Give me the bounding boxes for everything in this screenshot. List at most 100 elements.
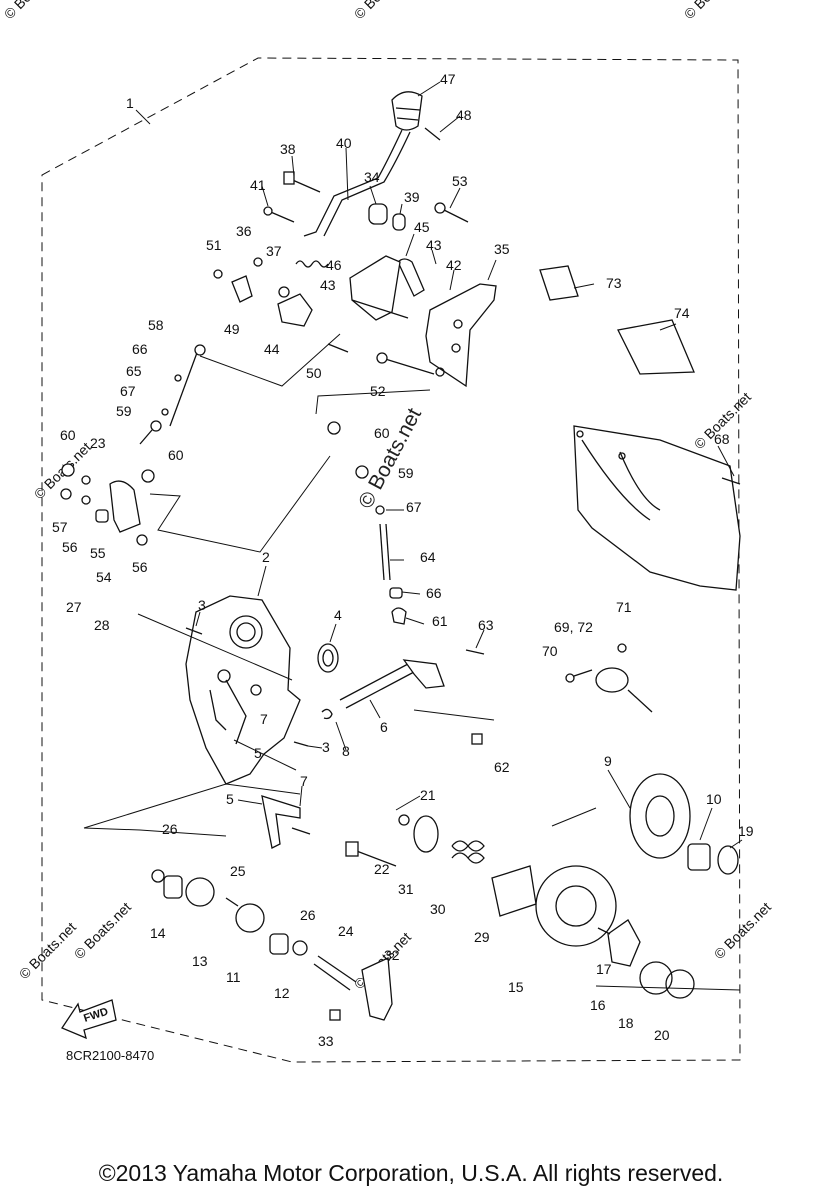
callout-36: 36 [236,223,252,239]
callout-4: 4 [334,607,342,623]
callout-49: 49 [224,321,240,337]
callout-23: 23 [90,435,106,451]
parts-diagram: © Boats.net © Boats.net © Boats.net © Bo… [1,0,774,1063]
callout-16: 16 [590,997,606,1013]
callout-26b: 26 [300,907,316,923]
svg-text:© Boats.net: © Boats.net [351,0,414,22]
callout-31: 31 [398,881,414,897]
callout-70: 70 [542,643,558,659]
callout-64: 64 [420,549,436,565]
callout-56a: 56 [62,539,78,555]
linkage-rods [60,344,407,625]
callout-5b: 5 [226,791,234,807]
callout-33: 33 [318,1033,334,1049]
callout-6: 6 [380,719,388,735]
callout-28: 28 [94,617,110,633]
callout-29: 29 [474,929,490,945]
callout-45: 45 [414,219,430,235]
callout-22: 22 [374,861,390,877]
callout-67a: 67 [120,383,136,399]
callout-32: 32 [384,947,400,963]
callout-18: 18 [618,1015,634,1031]
callout-30: 30 [430,901,446,917]
callout-10: 10 [706,791,722,807]
copyright-notice: ©2013 Yamaha Motor Corporation, U.S.A. A… [98,1160,724,1186]
callout-68: 68 [714,431,730,447]
callout-7a: 7 [260,711,268,727]
callout-66a: 66 [132,341,148,357]
callout-24: 24 [338,923,354,939]
callout-55: 55 [90,545,106,561]
callout-1: 1 [126,95,134,111]
callout-65: 65 [126,363,142,379]
svg-text:© Boats.net: © Boats.net [1,0,64,22]
callout-35: 35 [494,241,510,257]
callout-53: 53 [452,173,468,189]
callout-13: 13 [192,953,208,969]
callout-63: 63 [478,617,494,633]
callout-62: 62 [494,759,510,775]
callout-47: 47 [440,71,456,87]
callout-19: 19 [738,823,754,839]
assembly-outline [41,57,741,1063]
callout-48: 48 [456,107,472,123]
drive-train-parts: FWD [61,773,741,1040]
callout-26a: 26 [162,821,178,837]
svg-text:© Boats.net: © Boats.net [711,899,774,962]
callout-58: 58 [148,317,164,333]
callout-17: 17 [596,961,612,977]
callout-41: 41 [250,177,266,193]
callout-51: 51 [206,237,222,253]
callout-69-72: 69, 72 [554,619,593,635]
callout-71: 71 [616,599,632,615]
callout-60b: 60 [168,447,184,463]
fwd-arrow-icon [61,999,117,1040]
callout-43a: 43 [426,237,442,253]
callout-15: 15 [508,979,524,995]
callout-14: 14 [150,925,166,941]
callout-8: 8 [342,743,350,759]
callout-73: 73 [606,275,622,291]
callout-56b: 56 [132,559,148,575]
speed-sensor [565,643,653,713]
callout-59b: 59 [398,465,414,481]
shift-shaft [339,649,495,745]
callout-44: 44 [264,341,280,357]
callout-42: 42 [446,257,462,273]
callout-60c: 60 [374,425,390,441]
callout-27: 27 [66,599,82,615]
callout-3a: 3 [198,597,206,613]
callout-3b: 3 [322,739,330,755]
callout-50: 50 [306,365,322,381]
callout-2: 2 [262,549,270,565]
callout-66b: 66 [426,585,442,601]
callout-46: 46 [326,257,342,273]
callout-34: 34 [364,169,380,185]
callout-67b: 67 [406,499,422,515]
shift-lever-assembly [199,91,497,435]
chaincase-housing [83,595,339,849]
callout-59a: 59 [116,403,132,419]
callout-leaders [135,81,743,849]
callout-numbers: 1 2 3 3 4 5 5 6 7 7 8 9 10 11 12 13 14 1… [52,71,754,1049]
callout-38: 38 [280,141,296,157]
callout-54: 54 [96,569,112,585]
reference-code: 8CR2100-8470 [66,1048,154,1063]
svg-text:© Boats.net: © Boats.net [16,919,79,982]
callout-52: 52 [370,383,386,399]
svg-text:© Boats.net: © Boats.net [71,899,134,962]
callout-7b: 7 [300,773,308,789]
callout-12: 12 [274,985,290,1001]
callout-20: 20 [654,1027,670,1043]
callout-39: 39 [404,189,420,205]
callout-57: 57 [52,519,68,535]
callout-43b: 43 [320,277,336,293]
callout-74: 74 [674,305,690,321]
label-decals [539,265,695,375]
center-watermark: © Boats.net [354,404,426,512]
callout-21: 21 [420,787,436,803]
svg-text:© Boats.net: © Boats.net [681,0,744,22]
callout-25: 25 [230,863,246,879]
callout-60a: 60 [60,427,76,443]
callout-37: 37 [266,243,282,259]
